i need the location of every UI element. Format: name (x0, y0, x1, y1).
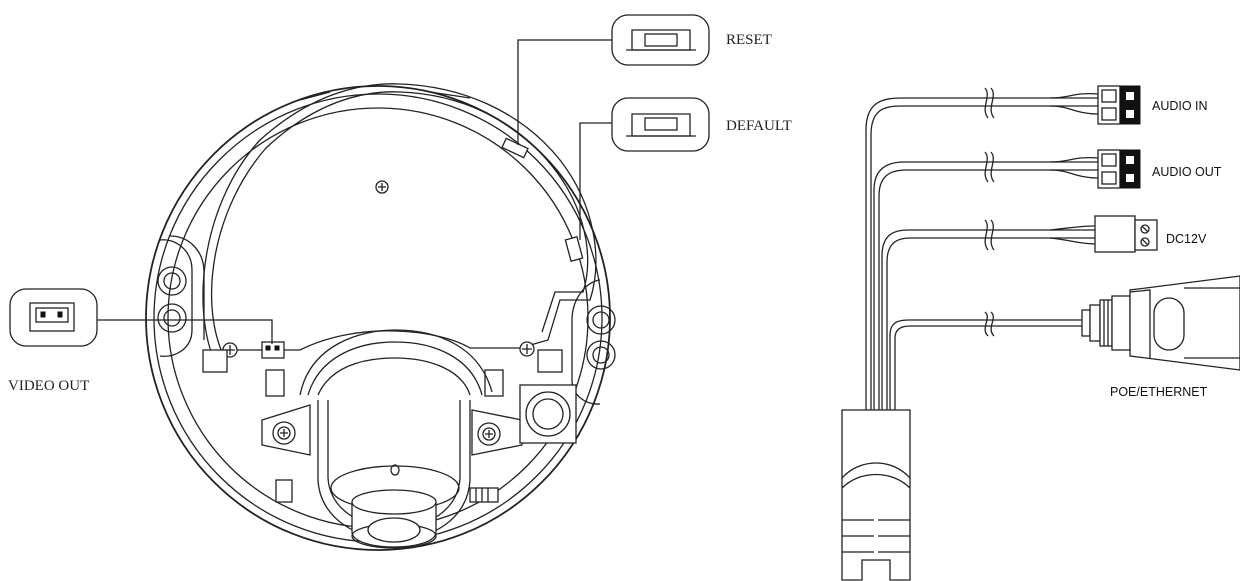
audio-out-label: AUDIO OUT (1152, 165, 1222, 179)
default-label: DEFAULT (726, 118, 792, 134)
audio-in-label: AUDIO IN (1152, 99, 1208, 113)
cable-harness (865, 87, 1099, 410)
reset-button-callout: RESET (517, 14, 772, 145)
dc12v-connector: DC12V (1049, 215, 1207, 253)
rj45-plug (841, 409, 911, 581)
video-out-callout: VIDEO OUT (8, 288, 273, 394)
audio-in-terminal: AUDIO IN (1097, 85, 1208, 125)
audio-out-terminal: AUDIO OUT (1097, 149, 1222, 189)
dome-camera-body (145, 83, 616, 551)
dc12v-label: DC12V (1166, 232, 1207, 246)
poe-ethernet-label: POE/ETHERNET (1110, 385, 1208, 399)
poe-ethernet-jack: POE/ETHERNET (1081, 275, 1240, 399)
reset-label: RESET (726, 32, 772, 48)
video-out-label: VIDEO OUT (8, 378, 89, 394)
default-button-callout: DEFAULT (579, 97, 792, 240)
